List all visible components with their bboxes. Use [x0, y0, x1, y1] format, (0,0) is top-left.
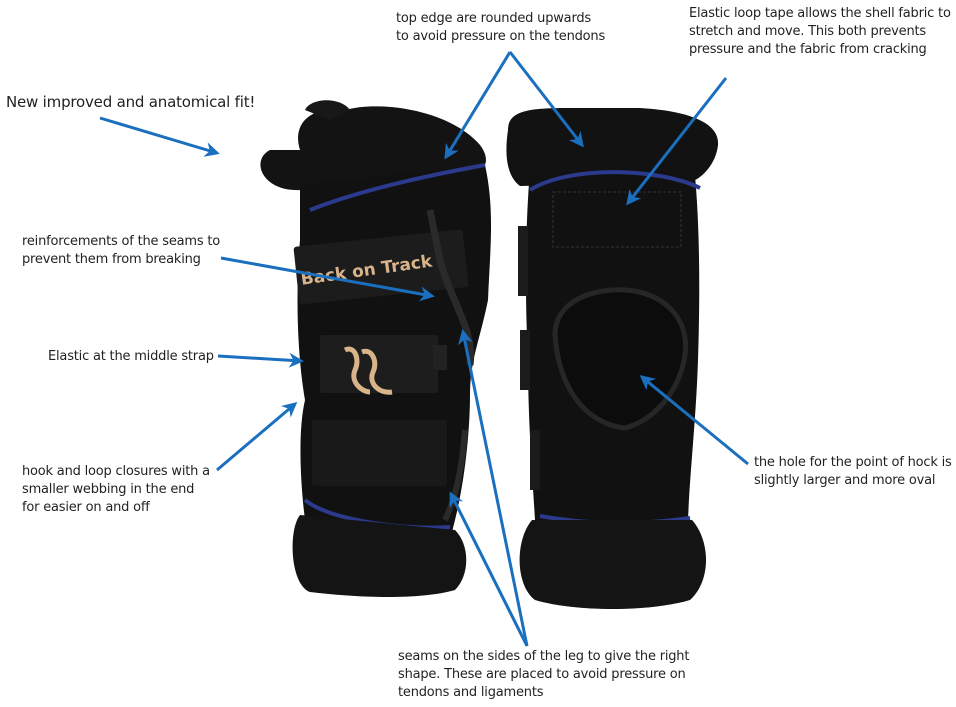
annotation-anatomical-fit: New improved and anatomical fit!	[6, 92, 255, 112]
arrow-elastic-middle-strap	[217, 352, 304, 368]
annotation-line: shape. These are placed to avoid pressur…	[398, 667, 686, 682]
arrow-side-seams-lower	[449, 491, 529, 647]
brand-logo-icon	[343, 346, 371, 395]
annotation-hock-hole: the hole for the point of hock is slight…	[754, 454, 952, 490]
arrow-hook-and-loop	[216, 402, 298, 472]
right-boot-rear-view	[506, 108, 719, 609]
annotation-line: Elastic loop tape allows the shell fabri…	[689, 6, 951, 21]
left-boot-side-view: Back on Track	[260, 100, 492, 597]
annotation-reinforcements: reinforcements of the seams to prevent t…	[22, 233, 220, 269]
annotation-side-seams: seams on the sides of the leg to give th…	[398, 648, 689, 702]
hock-hole	[552, 287, 689, 431]
annotation-line: smaller webbing in the end	[22, 482, 195, 497]
annotation-line: to avoid pressure on the tendons	[396, 29, 606, 44]
annotation-line: for easier on and off	[22, 500, 150, 515]
annotation-line: reinforcements of the seams to	[22, 234, 221, 249]
annotation-line: slightly larger and more oval	[754, 473, 936, 488]
annotation-line: seams on the sides of the leg to give th…	[398, 649, 690, 664]
arrow-top-edge-left	[444, 51, 512, 160]
annotation-line: top edge are rounded upwards	[396, 11, 591, 26]
arrow-elastic-loop-tape	[626, 77, 728, 206]
annotation-elastic-middle-strap: Elastic at the middle strap	[48, 348, 214, 366]
annotation-top-edge: top edge are rounded upwards to avoid pr…	[396, 10, 605, 46]
annotation-line: prevent them from breaking	[22, 252, 201, 267]
annotation-line: hook and loop closures with a	[22, 464, 210, 479]
annotation-line: Elastic at the middle strap	[48, 349, 214, 364]
arrow-reinforcements	[220, 256, 435, 302]
annotation-line: pressure and the fabric from cracking	[689, 42, 927, 57]
arrow-top-edge-right	[508, 51, 584, 148]
arrow-hock-hole	[639, 375, 749, 466]
annotation-elastic-loop-tape: Elastic loop tape allows the shell fabri…	[689, 5, 951, 59]
annotation-hook-and-loop: hook and loop closures with a smaller we…	[22, 463, 210, 517]
annotation-line: New improved and anatomical fit!	[6, 93, 256, 111]
annotation-line: stretch and move. This both prevents	[689, 24, 926, 39]
arrow-anatomical-fit	[99, 116, 220, 157]
annotation-line: the hole for the point of hock is	[754, 455, 952, 470]
annotation-line: tendons and ligaments	[398, 685, 544, 700]
arrow-side-seams-upper	[458, 329, 529, 647]
